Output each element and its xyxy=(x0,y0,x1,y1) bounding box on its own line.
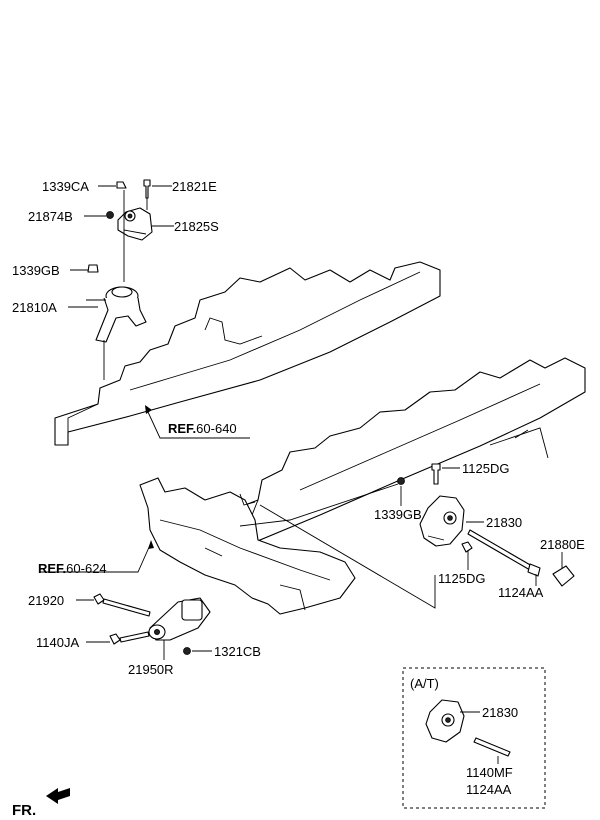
part-21825s-bracket xyxy=(117,207,153,241)
part-21830-transmission-mount xyxy=(419,495,465,547)
label-1124aa-at: 1124AA xyxy=(466,782,512,797)
ref-mid-arrow xyxy=(148,540,154,549)
label-1339ca: 1339CA xyxy=(42,179,89,194)
label-21825s: 21825S xyxy=(174,219,219,234)
fasteners xyxy=(87,179,541,655)
label-1339gb-top: 1339GB xyxy=(12,263,60,278)
label-21950r: 21950R xyxy=(128,662,174,677)
label-1321cb: 1321CB xyxy=(214,644,261,659)
part-21810a-engine-mount xyxy=(86,286,147,343)
label-21821e: 21821E xyxy=(172,179,217,194)
side-member-frame xyxy=(54,261,441,446)
ref-top-prefix: REF. xyxy=(168,421,196,436)
label-1125dg-bottom: 1125DG xyxy=(438,571,485,586)
label-1140mf: 1140MF xyxy=(466,765,513,780)
front-arrow-icon xyxy=(46,788,70,804)
front-indicator-label: FR. xyxy=(12,802,36,819)
reference-labels: REF.60-640 REF.60-624 xyxy=(38,421,237,576)
label-21830-main: 21830 xyxy=(486,515,522,530)
ref-top-number: 60-640 xyxy=(196,421,236,436)
leader-lines xyxy=(40,185,563,764)
label-1140ja: 1140JA xyxy=(36,635,79,650)
part-21950r-roll-rod xyxy=(148,597,211,641)
label-21880e: 21880E xyxy=(540,537,585,552)
label-at-title: (A/T) xyxy=(410,676,439,691)
ref-top-arrow xyxy=(145,405,152,414)
front-indicator: FR. xyxy=(12,788,70,819)
ref-top: REF.60-640 xyxy=(168,421,237,436)
label-21920: 21920 xyxy=(28,593,64,608)
ref-mid: REF.60-624 xyxy=(38,561,107,576)
label-1124aa-main: 1124AA xyxy=(498,585,544,600)
label-21874b: 21874B xyxy=(28,209,73,224)
label-21830-at: 21830 xyxy=(482,705,518,720)
label-1339gb-mid: 1339GB xyxy=(374,507,422,522)
sub-frame xyxy=(139,477,356,615)
side-member-lower xyxy=(234,357,586,556)
label-21810a: 21810A xyxy=(12,300,57,315)
ref-mid-number: 60-624 xyxy=(66,561,106,576)
at-inset-box xyxy=(402,667,546,809)
label-1125dg-top: 1125DG xyxy=(462,461,509,476)
ref-mid-prefix: REF. xyxy=(38,561,66,576)
part-labels: 1339CA 21821E 21874B 21825S 1339GB 21810… xyxy=(12,179,585,797)
part-21880e-plate xyxy=(552,565,575,587)
